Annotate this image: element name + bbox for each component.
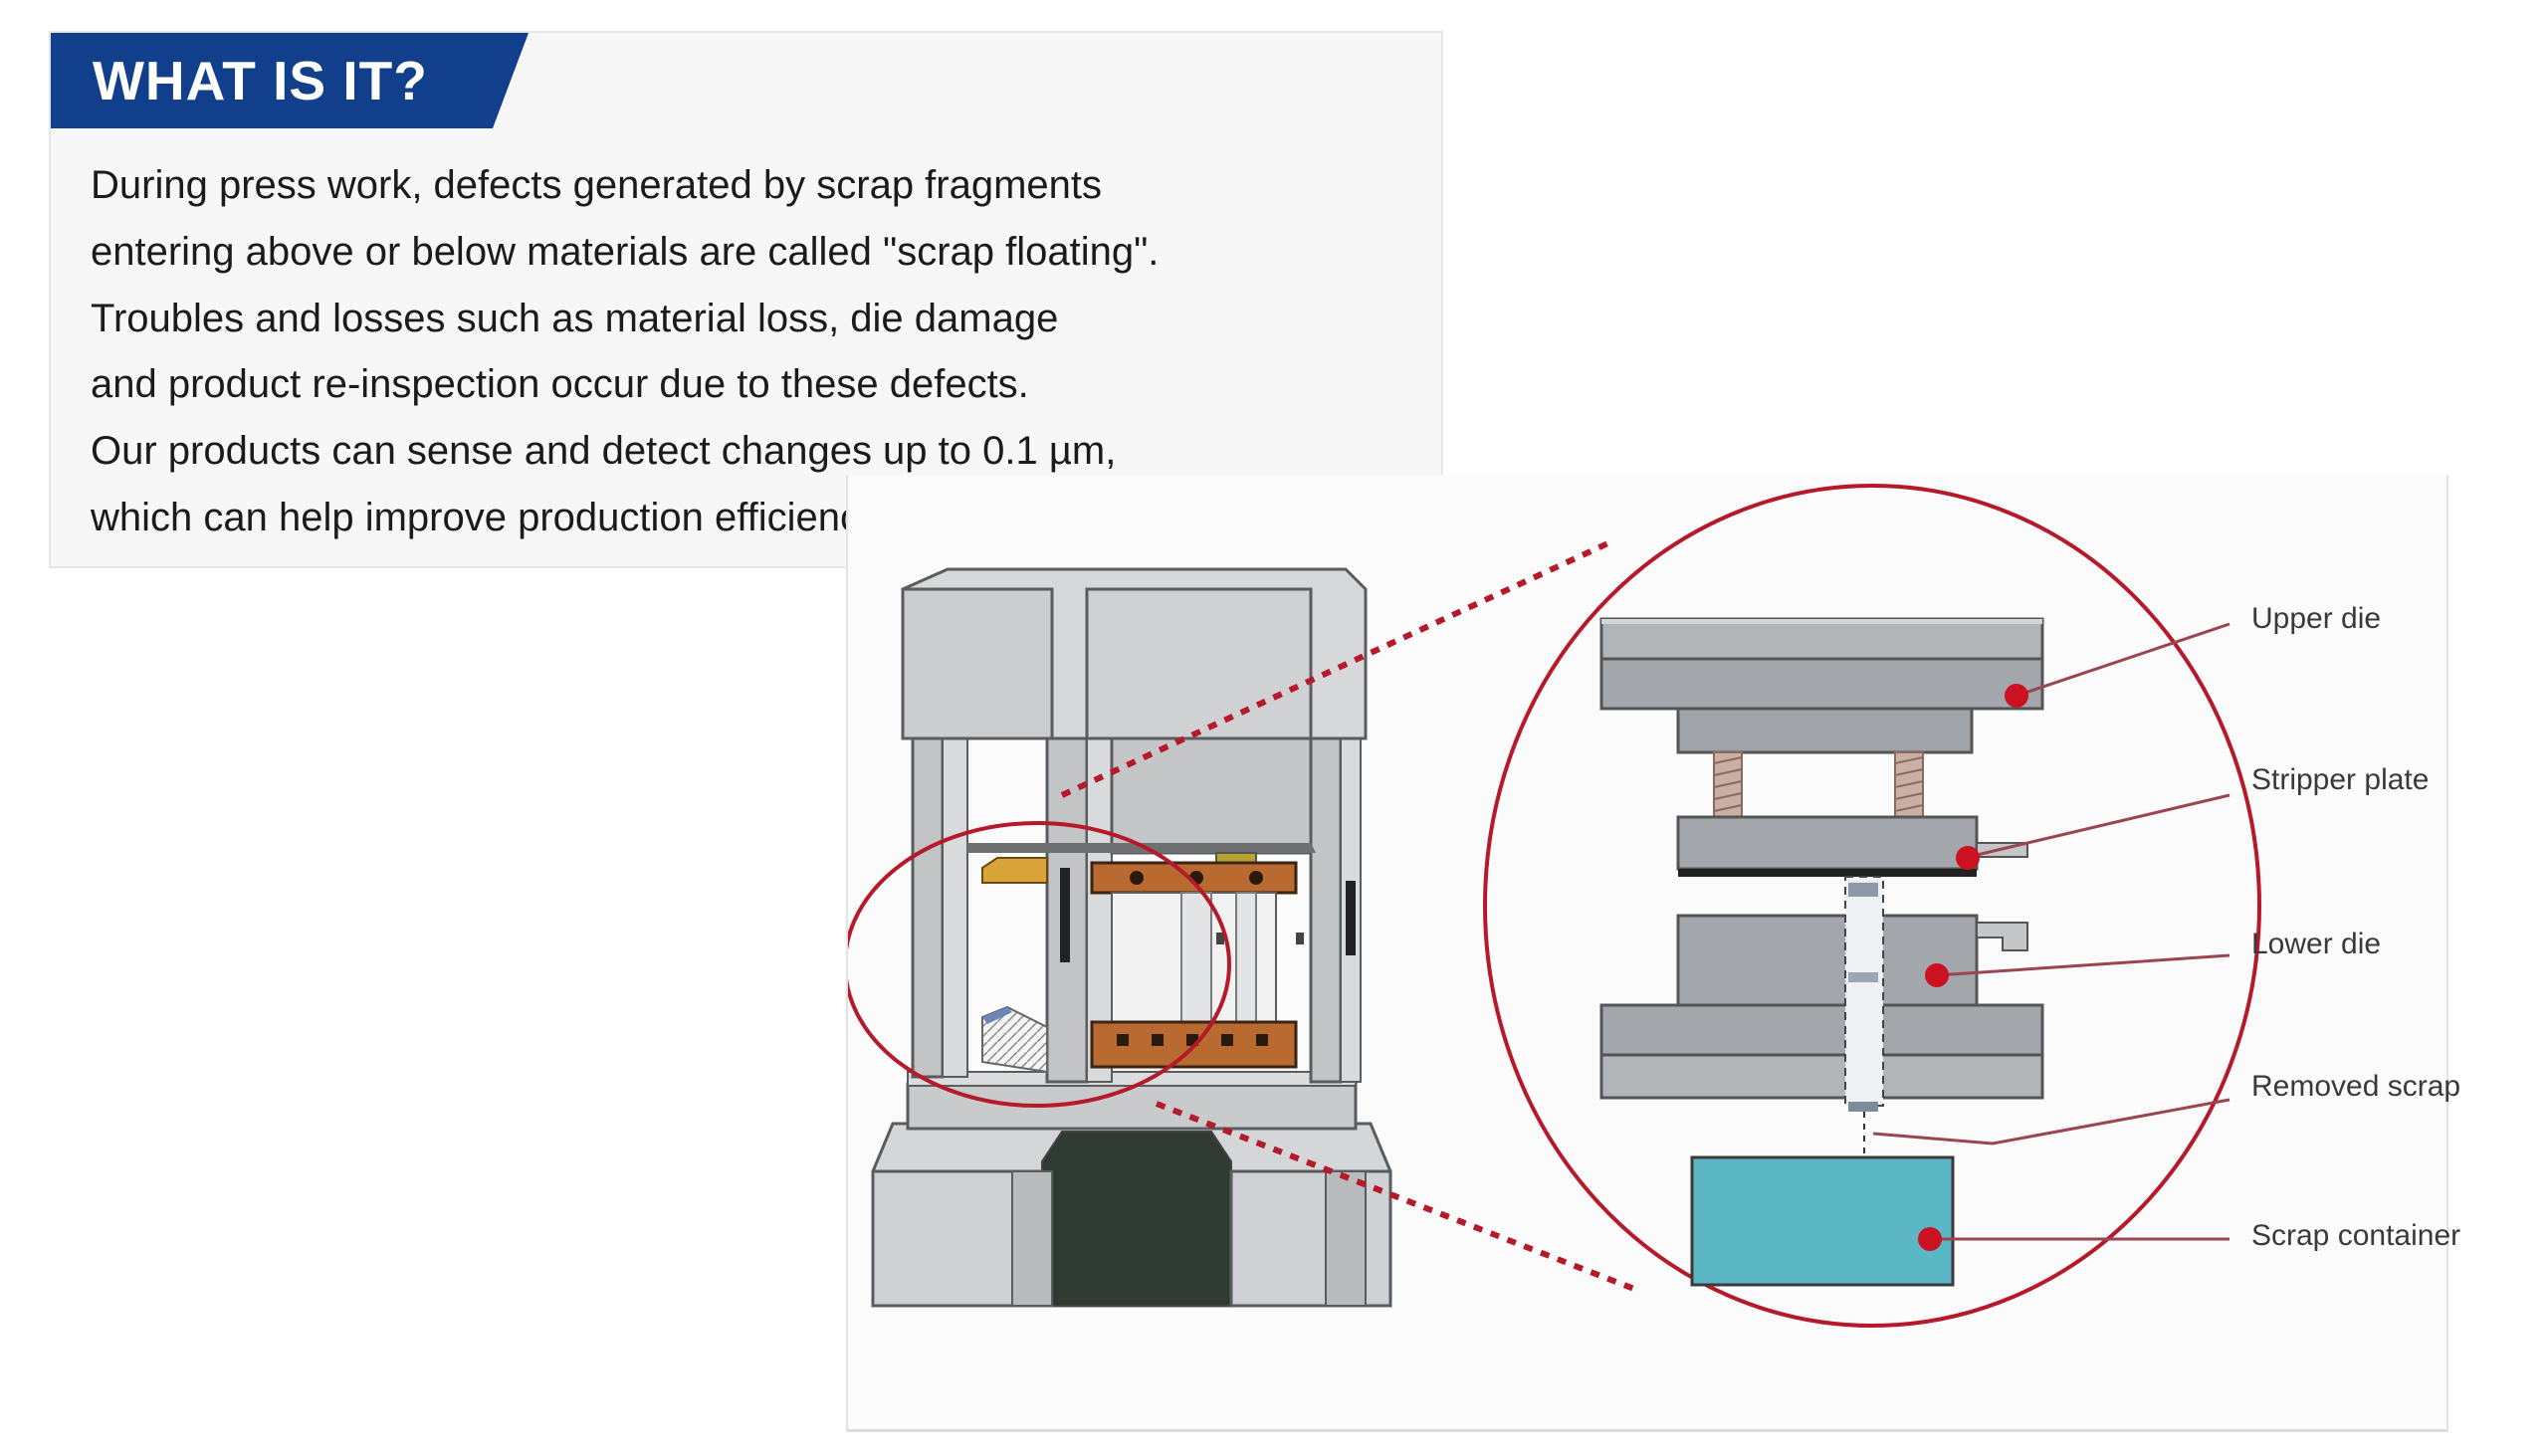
marker-stripper-plate — [1956, 846, 1980, 870]
scrap-container — [1690, 1155, 1955, 1287]
description-line: Troubles and losses such as material los… — [91, 296, 1059, 340]
label-scrap-container: Scrap container — [2251, 1219, 2461, 1252]
callout-line-stripper-plate — [1972, 793, 2230, 858]
zoom-source-circle — [848, 821, 1231, 1108]
zoom-connector-bottom — [1155, 1101, 1641, 1294]
label-removed-scrap: Removed scrap — [2251, 1070, 2461, 1103]
marker-lower-die — [1925, 963, 1949, 987]
press-machine — [871, 567, 1392, 1308]
press-base-opening — [1041, 1131, 1232, 1307]
press-diagram — [848, 484, 2261, 1328]
explanation-panel: WHAT IS IT? During press work, defects g… — [49, 31, 1443, 568]
callout-line-lower-die — [1936, 953, 2230, 977]
description: During press work, defects generated by … — [91, 152, 1414, 551]
section-heading: WHAT IS IT? — [93, 50, 428, 111]
heading-badge-shape — [51, 33, 529, 128]
description-line: During press work, defects generated by … — [91, 163, 1103, 207]
description-line: Our products can sense and detect change… — [91, 429, 1117, 474]
die-assembly — [1599, 617, 2044, 1287]
label-lower-die: Lower die — [2251, 928, 2382, 960]
description-line: which can help improve production effici… — [91, 495, 889, 539]
callout-line-removed-scrap — [1872, 1098, 2230, 1145]
stripper-plate — [1676, 815, 1979, 871]
callout-line-upper-die — [2016, 622, 2230, 698]
press-column-left — [911, 736, 945, 1079]
press-ram — [1110, 736, 1313, 855]
label-stripper-plate: Stripper plate — [2251, 763, 2430, 796]
press-bed — [906, 1082, 1358, 1131]
marker-scrap-container — [1918, 1227, 1942, 1251]
die-springs — [1713, 751, 1924, 818]
heading-badge: WHAT IS IT? — [51, 33, 529, 128]
description-line: entering above or below materials are ca… — [91, 229, 1160, 274]
diagram-panel: Upper die Stripper plate Lower die Remov… — [846, 475, 2460, 1432]
zoom-connector-top — [1060, 537, 1616, 798]
label-upper-die: Upper die — [2251, 602, 2382, 635]
upper-die-plate — [1599, 617, 2044, 661]
scrap-channel — [1844, 876, 1884, 1107]
marker-upper-die — [2005, 684, 2028, 708]
lower-die-block — [1676, 914, 1979, 1007]
description-line: and product re-inspection occur due to t… — [91, 362, 1029, 407]
